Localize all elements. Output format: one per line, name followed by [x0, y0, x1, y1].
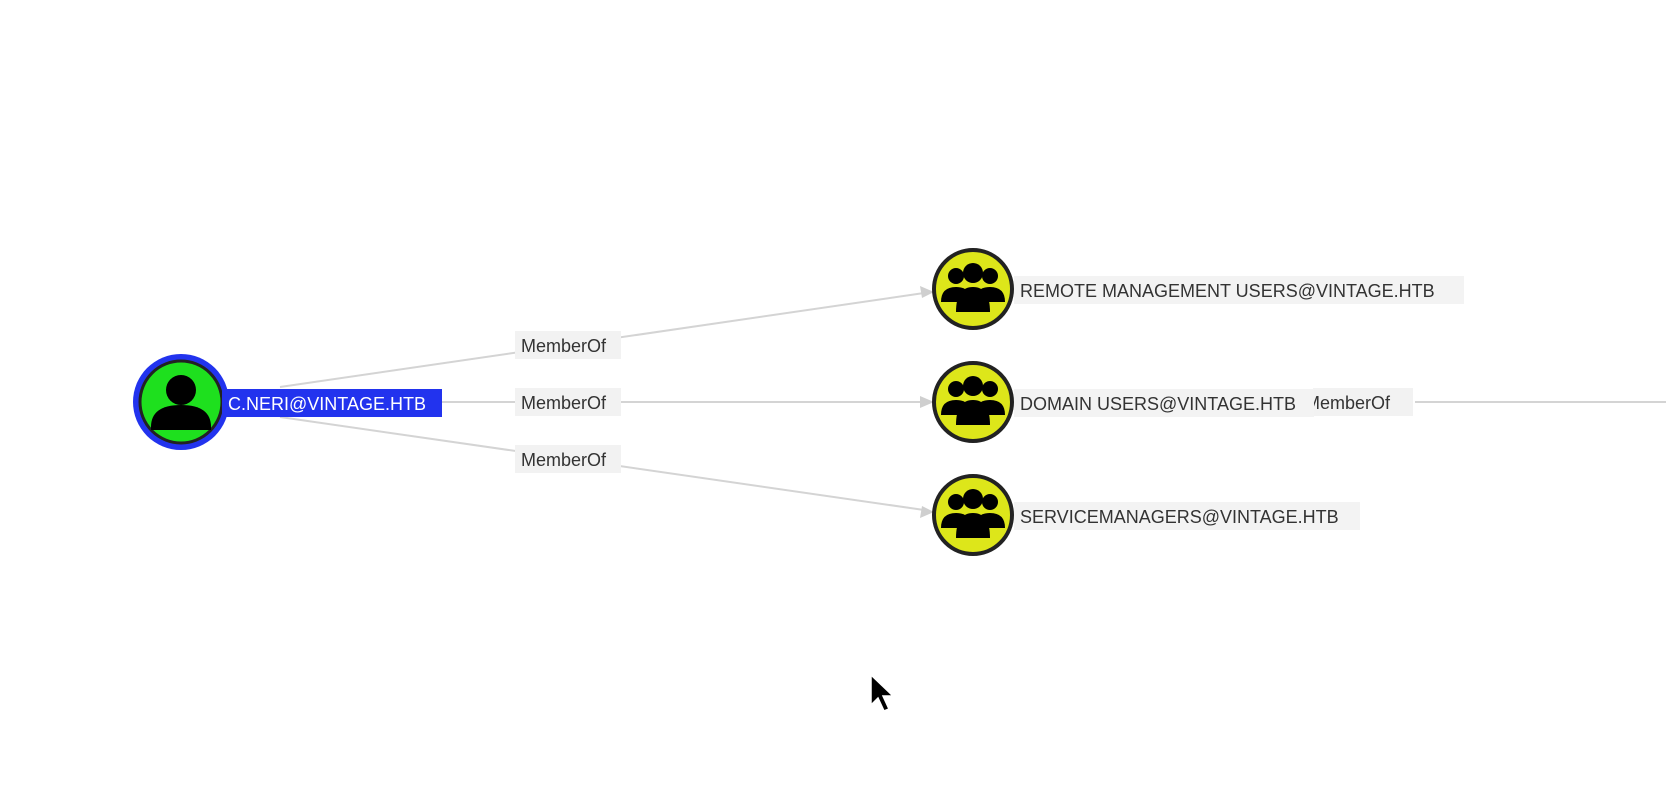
edge-label: MemberOf — [521, 393, 607, 413]
edge-label-background — [1313, 388, 1413, 416]
node-remote-management-users[interactable]: REMOTE MANAGEMENT USERS@VINTAGE.HTB — [932, 248, 1464, 330]
edge-user-domain[interactable]: MemberOf — [440, 388, 934, 416]
edge-arrowhead — [920, 506, 934, 518]
node-label: C.NERI@VINTAGE.HTB — [228, 394, 426, 414]
node-label-background — [1014, 502, 1360, 530]
node-label: REMOTE MANAGEMENT USERS@VINTAGE.HTB — [1020, 281, 1435, 301]
edge-label: MemberOf — [1305, 393, 1391, 413]
edge-arrowhead — [920, 396, 934, 408]
edge-label-background — [515, 445, 621, 473]
user-icon — [151, 375, 211, 430]
node-label-background — [1014, 276, 1464, 304]
edge-label: MemberOf — [521, 336, 607, 356]
group-icon — [941, 263, 1005, 312]
edge-label: MemberOf — [521, 450, 607, 470]
node-user[interactable]: C.NERI@VINTAGE.HTB — [133, 354, 442, 450]
node-label-background — [222, 389, 442, 417]
group-icon — [941, 376, 1005, 425]
edge-user-remote[interactable]: MemberOf — [279, 286, 934, 388]
node-label: DOMAIN USERS@VINTAGE.HTB — [1020, 394, 1296, 414]
group-icon — [941, 489, 1005, 538]
node-label: SERVICEMANAGERS@VINTAGE.HTB — [1020, 507, 1339, 527]
node-servicemanagers[interactable]: SERVICEMANAGERS@VINTAGE.HTB — [932, 474, 1360, 556]
edge-domain-offscreen[interactable]: MemberOf — [1305, 388, 1666, 416]
edge-label-background — [515, 388, 621, 416]
node-label-background — [1014, 389, 1314, 417]
node-domain-users[interactable]: DOMAIN USERS@VINTAGE.HTB — [932, 361, 1314, 443]
edges: MemberOf MemberOf MemberOf MemberOf — [279, 286, 1666, 518]
edge-label-clip: MemberOf — [1305, 393, 1391, 413]
edge-user-svc[interactable]: MemberOf — [279, 416, 934, 518]
edge-label-background — [515, 331, 621, 359]
edge-arrowhead — [920, 286, 934, 298]
mouse-cursor-icon — [870, 673, 895, 712]
